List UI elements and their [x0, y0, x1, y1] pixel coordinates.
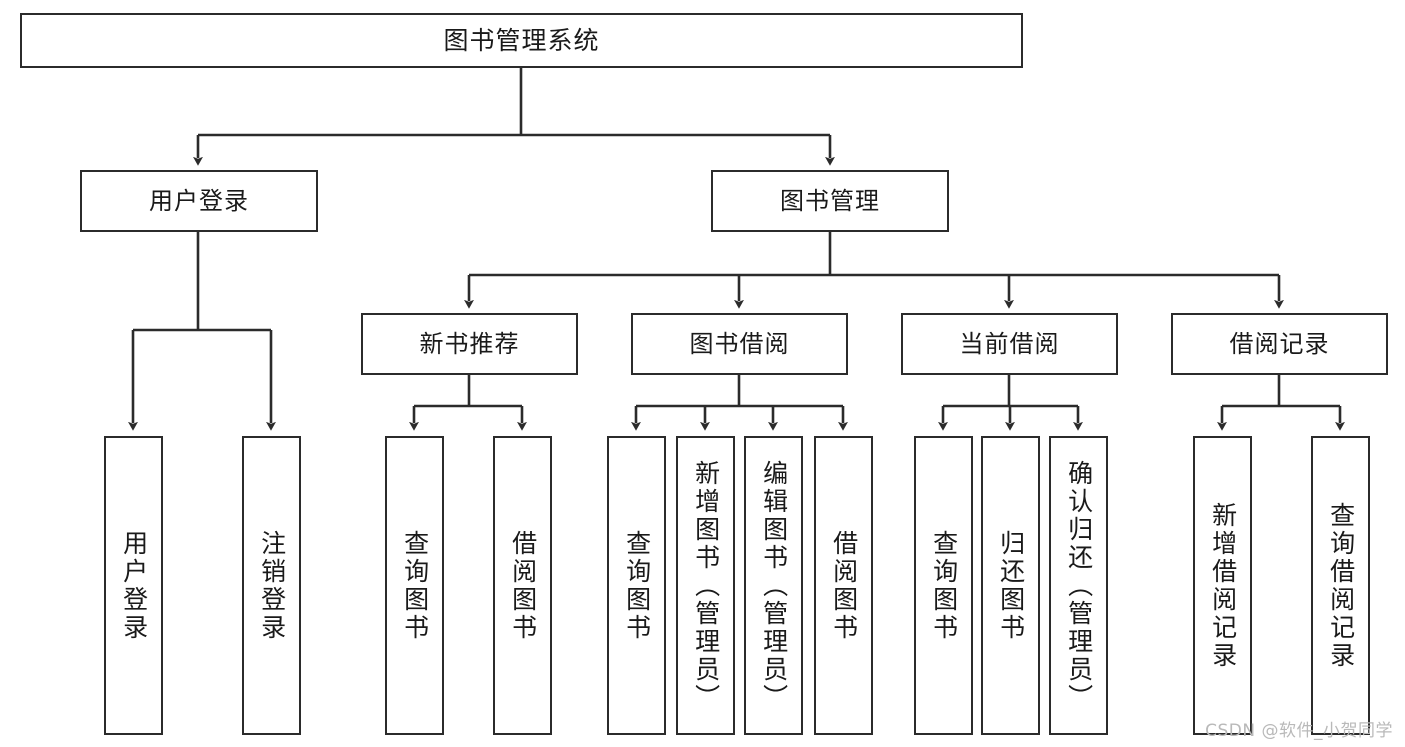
- node-label: 新增图书（管理员）: [691, 459, 721, 712]
- node-leaf-query-book-current[interactable]: 查询图书: [914, 436, 973, 735]
- node-user-login[interactable]: 用户登录: [80, 170, 318, 232]
- node-leaf-query-book-recommend[interactable]: 查询图书: [385, 436, 444, 735]
- node-leaf-add-book-admin[interactable]: 新增图书（管理员）: [676, 436, 735, 735]
- node-label: 新书推荐: [419, 329, 520, 358]
- node-label: 当前借阅: [959, 329, 1060, 358]
- node-label: 注销登录: [257, 529, 287, 642]
- node-leaf-user-login[interactable]: 用户登录: [104, 436, 163, 735]
- node-current-borrow[interactable]: 当前借阅: [901, 313, 1118, 375]
- node-label: 编辑图书（管理员）: [759, 459, 789, 712]
- node-leaf-query-borrow-record[interactable]: 查询借阅记录: [1311, 436, 1370, 735]
- node-label: 归还图书: [996, 529, 1026, 642]
- node-leaf-query-book-borrow[interactable]: 查询图书: [607, 436, 666, 735]
- node-label: 借阅记录: [1229, 329, 1330, 358]
- node-label: 新增借阅记录: [1208, 501, 1238, 670]
- node-book-management[interactable]: 图书管理: [711, 170, 949, 232]
- node-leaf-logout-login[interactable]: 注销登录: [242, 436, 301, 735]
- node-label: 图书借阅: [689, 329, 790, 358]
- node-leaf-confirm-return-admin[interactable]: 确认归还（管理员）: [1049, 436, 1108, 735]
- node-label: 用户登录: [149, 186, 249, 215]
- node-leaf-edit-book-admin[interactable]: 编辑图书（管理员）: [744, 436, 803, 735]
- node-root-book-management-system[interactable]: 图书管理系统: [20, 13, 1023, 68]
- node-label: 查询图书: [929, 529, 959, 642]
- node-leaf-borrow-book-recommend[interactable]: 借阅图书: [493, 436, 552, 735]
- node-label: 查询图书: [400, 529, 430, 642]
- node-leaf-return-book[interactable]: 归还图书: [981, 436, 1040, 735]
- node-label: 借阅图书: [829, 529, 859, 642]
- node-leaf-add-borrow-record[interactable]: 新增借阅记录: [1193, 436, 1252, 735]
- node-leaf-borrow-book[interactable]: 借阅图书: [814, 436, 873, 735]
- node-new-book-recommend[interactable]: 新书推荐: [361, 313, 578, 375]
- node-label: 借阅图书: [508, 529, 538, 642]
- csdn-watermark: CSDN @软件_小贺同学: [1205, 721, 1393, 741]
- node-label: 用户登录: [119, 529, 149, 642]
- node-borrow-record[interactable]: 借阅记录: [1171, 313, 1388, 375]
- node-label: 图书管理: [780, 186, 880, 215]
- node-label: 查询借阅记录: [1326, 501, 1356, 670]
- node-label: 图书管理系统: [443, 25, 600, 55]
- node-label: 确认归还（管理员）: [1064, 459, 1094, 712]
- node-label: 查询图书: [622, 529, 652, 642]
- node-book-borrow[interactable]: 图书借阅: [631, 313, 848, 375]
